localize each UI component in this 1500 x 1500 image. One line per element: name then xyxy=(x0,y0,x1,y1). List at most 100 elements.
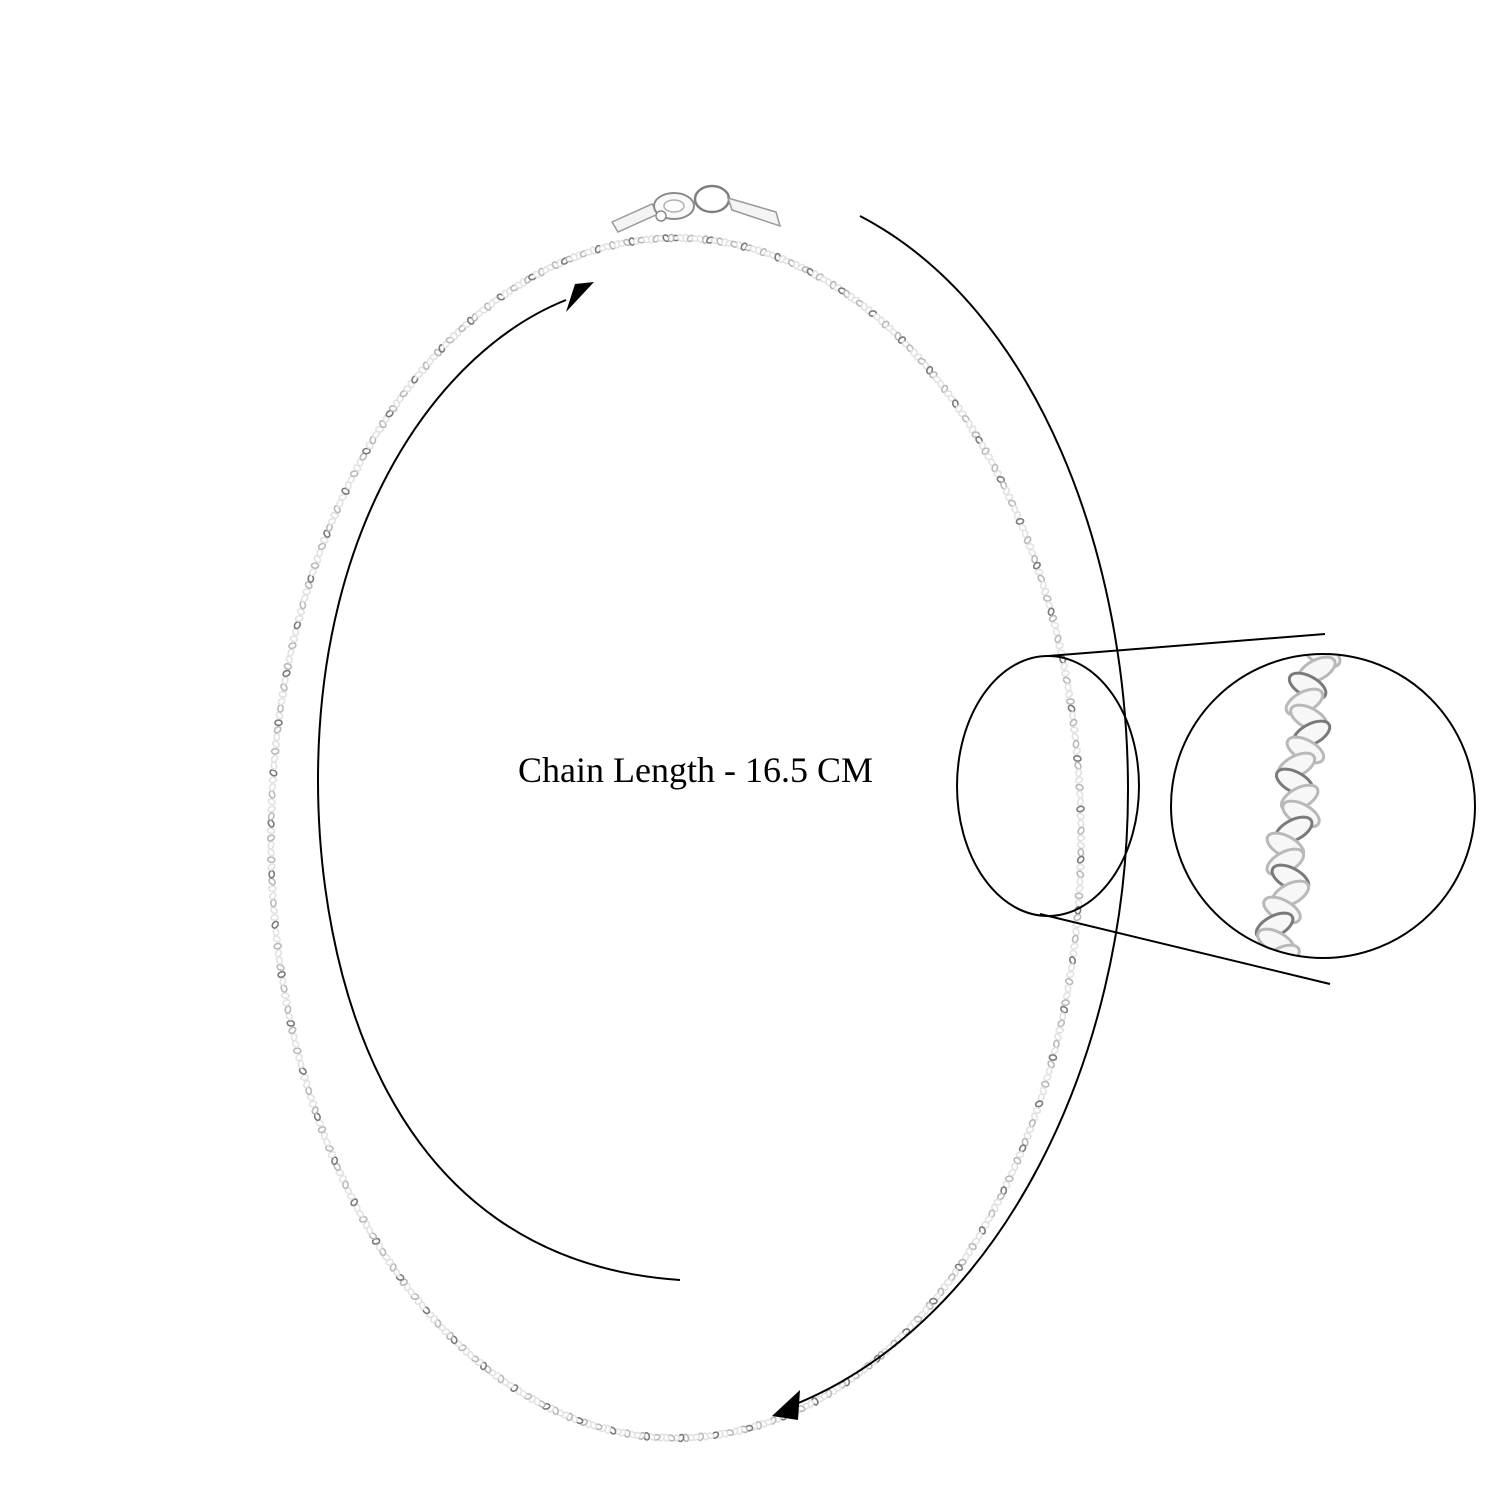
chain-link xyxy=(270,754,279,763)
chain-link xyxy=(1025,1126,1035,1134)
chain-link xyxy=(1054,634,1062,644)
chain-link xyxy=(293,621,301,630)
chain-link xyxy=(269,898,277,908)
chain-link xyxy=(1052,1039,1060,1049)
chain-link xyxy=(1065,690,1074,699)
measure-arc-right xyxy=(795,215,1130,1405)
chain-link xyxy=(1069,718,1078,727)
chain-link xyxy=(1060,662,1068,671)
chain-link xyxy=(277,697,286,706)
chain-link xyxy=(1015,517,1025,525)
chain-link xyxy=(308,1100,318,1108)
chain-link xyxy=(292,1047,302,1055)
zoomed-chain-link xyxy=(1261,943,1301,958)
chain-link xyxy=(978,441,986,450)
chain-link xyxy=(965,419,973,429)
chain-link xyxy=(267,863,276,871)
chain-link xyxy=(362,447,371,455)
chain-link xyxy=(1048,1054,1058,1061)
chain-link xyxy=(335,1169,345,1177)
chain-link xyxy=(268,877,276,886)
chain-link xyxy=(273,732,281,742)
chain-link xyxy=(1075,884,1084,893)
zoomed-chain-links xyxy=(1254,620,1342,992)
chain-link xyxy=(342,1180,349,1190)
chain-link xyxy=(375,1242,384,1251)
arrowhead-icon xyxy=(566,282,594,312)
zoom-connector-top xyxy=(1047,633,1326,657)
chain-link xyxy=(310,562,320,570)
chain-link xyxy=(1075,768,1083,778)
chain-link xyxy=(300,1074,310,1082)
zoom-detail xyxy=(1170,620,1476,992)
lobster-clasp-icon xyxy=(610,184,782,233)
chain-link xyxy=(315,1119,324,1127)
chain-link xyxy=(943,1278,953,1286)
chain-link xyxy=(968,1243,977,1251)
chain-link xyxy=(1055,1026,1064,1034)
chain-link xyxy=(269,906,279,915)
chain-link xyxy=(325,1144,334,1152)
chain-link xyxy=(1069,711,1076,720)
chain-link xyxy=(1059,1012,1067,1021)
zoom-connector-bottom xyxy=(1039,913,1331,985)
measure-arc-left xyxy=(316,299,681,1281)
chain-link xyxy=(1055,642,1064,650)
chain-link xyxy=(333,504,341,514)
chain-link xyxy=(294,615,304,622)
chain-link xyxy=(288,1026,297,1035)
chain-link xyxy=(278,690,288,698)
chain-link xyxy=(1023,536,1032,545)
chain-link xyxy=(302,1080,311,1089)
chain-link xyxy=(308,568,317,577)
chain-link xyxy=(389,1263,397,1272)
chain-link xyxy=(1076,812,1085,820)
chain-link xyxy=(993,1198,1003,1206)
chain-link xyxy=(445,336,455,344)
chain-link xyxy=(1047,1060,1055,1069)
chain-link xyxy=(981,447,990,455)
chain-link xyxy=(1031,554,1038,564)
chain-link xyxy=(1069,949,1078,957)
zoomed-chain-link xyxy=(1296,620,1341,656)
chain-link xyxy=(317,1126,327,1134)
chain-link xyxy=(268,869,276,879)
chain-link xyxy=(290,1032,298,1042)
chain-link xyxy=(353,1203,361,1213)
chain-link xyxy=(317,542,327,551)
chain-link xyxy=(331,1156,339,1166)
chain-link xyxy=(1073,913,1082,922)
chain-link xyxy=(274,719,283,727)
chain-link xyxy=(267,848,275,857)
chain-link xyxy=(287,648,295,657)
chain-link xyxy=(267,812,275,821)
chain-link xyxy=(306,1093,315,1102)
chain-link xyxy=(311,1106,319,1115)
chain-link xyxy=(926,365,934,375)
chain-link xyxy=(403,385,412,393)
chain-link xyxy=(1048,614,1058,623)
chain-link xyxy=(266,856,276,864)
chain-link xyxy=(285,655,293,664)
chain-link xyxy=(270,747,280,755)
chain-link xyxy=(1042,594,1052,602)
zoomed-chain-link xyxy=(1257,956,1302,992)
chain-link xyxy=(375,425,384,433)
chain-link xyxy=(266,834,276,842)
chain-link xyxy=(1066,970,1075,978)
chain-link xyxy=(1076,834,1086,842)
chain-link xyxy=(350,1198,359,1207)
chain-link xyxy=(1032,1106,1042,1114)
chain-link xyxy=(1007,499,1017,507)
chain-link xyxy=(1013,511,1022,520)
chain-link xyxy=(1075,783,1084,791)
chain-link xyxy=(929,1297,938,1305)
chain-link xyxy=(667,233,675,243)
chain-link xyxy=(1077,848,1085,857)
chain-link xyxy=(273,725,282,734)
chain-link xyxy=(270,914,279,921)
chain-link xyxy=(1071,732,1080,742)
chain-link xyxy=(349,470,359,478)
chain-link xyxy=(267,798,276,806)
